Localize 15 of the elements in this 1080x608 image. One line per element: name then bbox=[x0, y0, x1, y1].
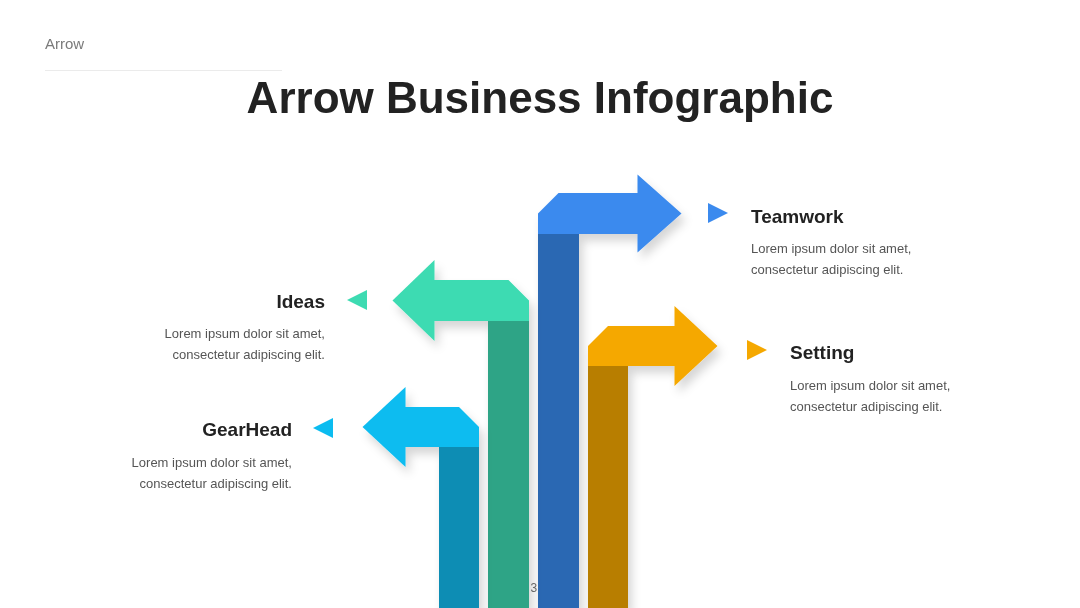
page-number: 3 bbox=[530, 581, 538, 595]
heading: Setting bbox=[790, 341, 855, 365]
description: Lorem ipsum dolor sit amet, consectetur adipiscing elit. bbox=[130, 453, 292, 493]
arrow bbox=[362, 387, 479, 608]
description: Lorem ipsum dolor sit amet, consectetur adipiscing elit. bbox=[790, 376, 952, 416]
description: Lorem ipsum dolor sit amet, consectetur adipiscing elit. bbox=[751, 239, 913, 279]
arrow bbox=[538, 174, 682, 608]
arrow bbox=[588, 306, 718, 608]
description: Lorem ipsum dolor sit amet, consectetur adipiscing elit. bbox=[163, 324, 325, 364]
heading: Ideas bbox=[276, 290, 325, 314]
heading: Teamwork bbox=[751, 205, 844, 229]
arrow bbox=[392, 260, 529, 608]
page-title: Arrow Business Infographic bbox=[246, 75, 834, 121]
section-label: Arrow bbox=[45, 34, 85, 54]
heading: GearHead bbox=[202, 418, 292, 442]
